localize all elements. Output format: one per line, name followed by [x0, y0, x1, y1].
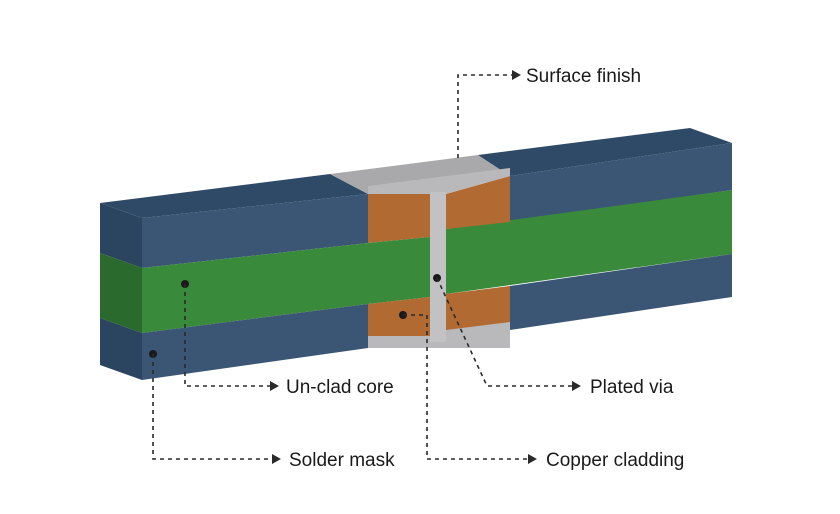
copper-top-left: [368, 194, 430, 243]
surface-finish-leader: [457, 74, 512, 158]
unclad-core-label: Un-clad core: [286, 377, 394, 398]
plated-via-arrow: [572, 381, 581, 391]
top-face-finish: [330, 155, 510, 194]
copper-top-right: [446, 176, 510, 229]
solder-mask-bottom-left: [142, 304, 368, 380]
surface-finish-label: Surface finish: [526, 66, 641, 87]
solder-mask-label: Solder mask: [289, 450, 395, 471]
unclad-core-left: [142, 243, 368, 333]
solder-mask-bottom-right: [510, 254, 732, 330]
left-side-mask-bottom: [100, 318, 142, 380]
unclad-core-right: [446, 190, 732, 294]
plated-via-label: Plated via: [590, 377, 674, 398]
solder-mask-top-left: [142, 194, 368, 268]
surface-finish-bottom-right: [446, 322, 510, 348]
core-middle-left: [368, 237, 430, 304]
copper-bottom-left: [368, 297, 430, 338]
solder-mask-leader: [152, 354, 272, 460]
left-side-mask-top: [100, 203, 142, 268]
plated-via: [430, 192, 446, 342]
unclad-core-leader: [184, 284, 270, 387]
top-face-mask-left: [100, 174, 368, 218]
unclad-core-arrow: [270, 381, 279, 391]
solder-mask-top-right: [510, 143, 732, 222]
surface-finish-top: [368, 168, 510, 194]
copper-cladding-arrow: [528, 454, 537, 464]
copper-cladding-label: Copper cladding: [546, 450, 684, 471]
copper-cladding-leader: [403, 314, 528, 460]
top-face-mask-right: [478, 128, 732, 176]
surface-finish-arrow: [512, 70, 521, 80]
solder-mask-arrow: [272, 454, 281, 464]
left-side-core: [100, 253, 142, 333]
